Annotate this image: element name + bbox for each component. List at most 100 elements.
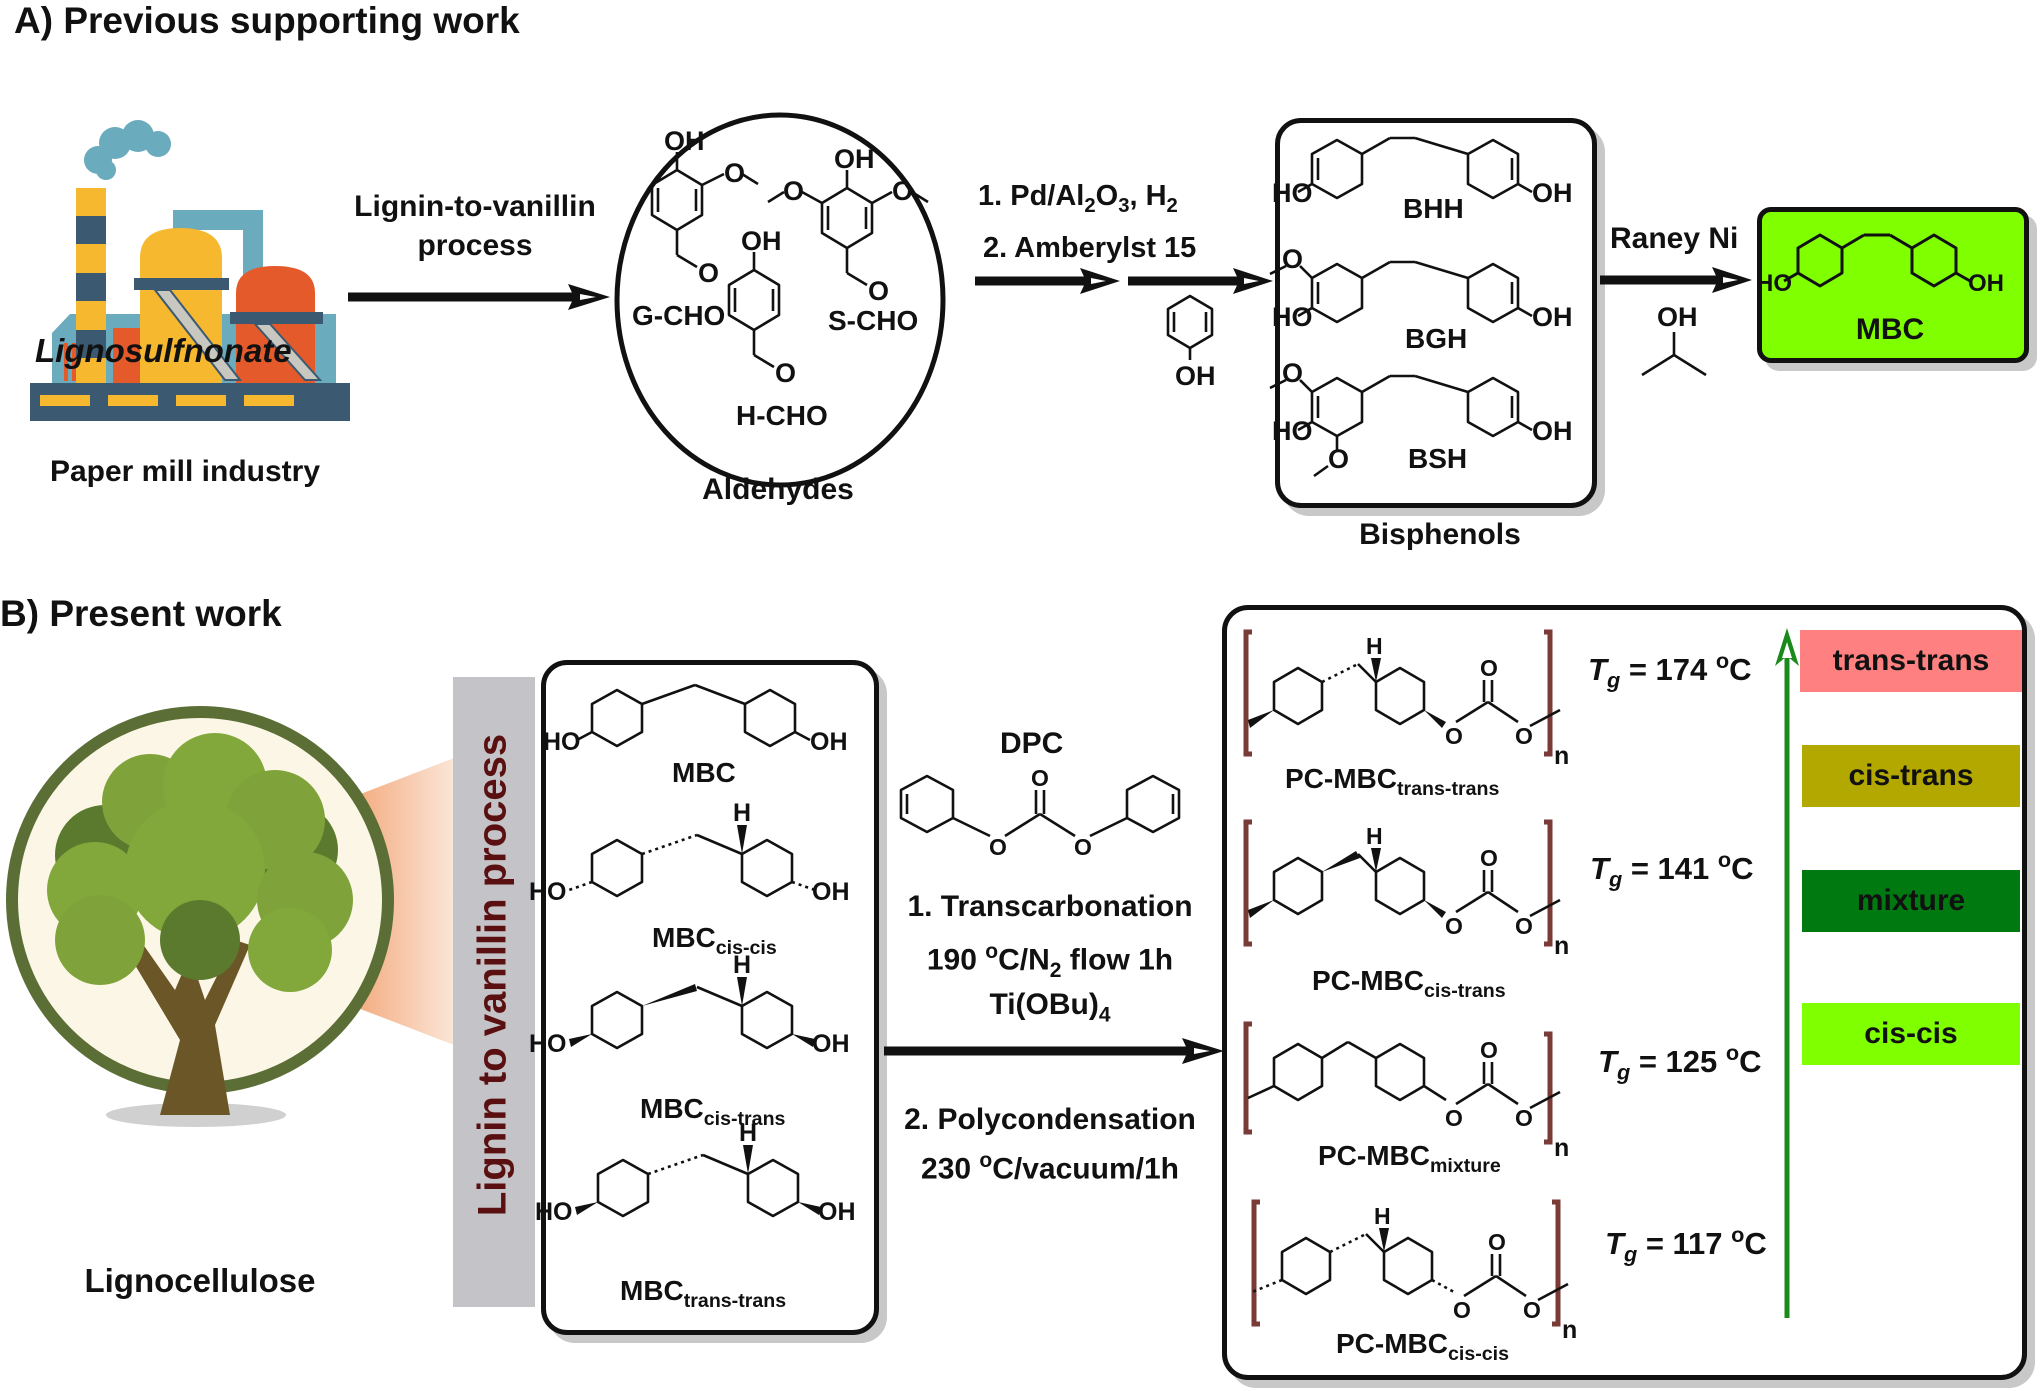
s-cho-label: S-CHO xyxy=(828,305,919,336)
svg-text:O: O xyxy=(892,176,913,206)
svg-text:HO: HO xyxy=(1272,178,1313,208)
svg-text:O: O xyxy=(1515,723,1533,749)
condition-step1-catalyst: Ti(OBu)4 xyxy=(989,988,1111,1027)
bgh-structure: O HO OH xyxy=(1269,244,1573,332)
arrow-polymerization xyxy=(884,1038,1224,1064)
svg-text:O: O xyxy=(1282,244,1303,274)
arrow-step2a xyxy=(975,268,1120,294)
process-band xyxy=(453,677,535,1307)
polymer-cis-cis: H O O O n xyxy=(1251,1199,1577,1344)
svg-text:O: O xyxy=(1453,1297,1471,1323)
step1-label-line2: process xyxy=(417,229,533,262)
svg-text:O: O xyxy=(1328,444,1349,474)
svg-text:O: O xyxy=(1523,1297,1541,1323)
phenol-reagent: OH xyxy=(1166,294,1216,391)
svg-text:H: H xyxy=(739,1119,757,1147)
bgh-label: BGH xyxy=(1405,323,1468,354)
factory-icon xyxy=(30,120,350,421)
svg-text:OH: OH xyxy=(1175,361,1216,391)
polymer-mixture: O O O n xyxy=(1243,1021,1569,1162)
bhh-label: BHH xyxy=(1403,193,1464,224)
svg-text:HO: HO xyxy=(529,878,567,906)
svg-text:H: H xyxy=(733,799,751,827)
svg-text:O: O xyxy=(1074,834,1092,860)
condition-step1-title: 1. Transcarbonation xyxy=(907,890,1193,923)
svg-text:H: H xyxy=(1366,823,1383,849)
dpc-structure: O O O xyxy=(899,765,1181,860)
mbc-product-label: MBC xyxy=(1855,313,1925,346)
svg-text:O: O xyxy=(989,834,1007,860)
dpc-label: DPC xyxy=(1000,727,1064,760)
tg-cis-cis: Tg = 117 oC xyxy=(1605,1222,1767,1267)
g-cho-label: G-CHO xyxy=(632,300,726,331)
svg-text:O: O xyxy=(1445,913,1463,939)
bsh-label: BSH xyxy=(1408,443,1468,474)
svg-text:OH: OH xyxy=(1657,302,1698,332)
mbc-cis-trans-label: MBCcis-trans xyxy=(640,1093,786,1130)
svg-text:O: O xyxy=(1480,655,1498,681)
polymer-cis-trans: H O O O n xyxy=(1243,819,1569,960)
step1-label-line1: Lignin-to-vanillin xyxy=(354,190,596,223)
h-cho-label: H-CHO xyxy=(736,400,828,431)
factory-overlay-label: Lignosulfnonate xyxy=(35,332,292,369)
monomer-structures: HO OH H HO OH H HO OH H HO OH xyxy=(529,683,856,1226)
mbc-product-structure: HO OH xyxy=(1756,233,2004,297)
svg-text:O: O xyxy=(775,358,796,388)
svg-text:HO: HO xyxy=(529,1030,567,1058)
s-cho-structure: OH O O O xyxy=(767,144,929,306)
svg-text:O: O xyxy=(1515,1105,1533,1131)
arrow-step2b xyxy=(1128,268,1273,294)
svg-text:O: O xyxy=(724,158,745,188)
svg-text:O: O xyxy=(783,176,804,206)
smoke-cloud xyxy=(84,120,171,180)
svg-text:OH: OH xyxy=(1532,178,1573,208)
tg-trans-trans: Tg = 174 oC xyxy=(1588,648,1752,693)
svg-text:OH: OH xyxy=(1968,270,2004,297)
pc-mbc-trans-trans-label: PC-MBCtrans-trans xyxy=(1285,763,1500,800)
pc-mbc-mixture-label: PC-MBCmixture xyxy=(1318,1140,1501,1177)
condition-step2-title: 2. Polycondensation xyxy=(904,1103,1196,1136)
g-cho-structure: OH O O xyxy=(650,126,759,288)
aldehydes-circle: OH O O OH O O O OH O xyxy=(614,112,946,488)
svg-text:O: O xyxy=(1480,1037,1498,1063)
aldehydes-caption: Aldehydes xyxy=(702,473,854,506)
svg-text:O: O xyxy=(868,276,889,306)
svg-text:O: O xyxy=(1515,913,1533,939)
polymer-trans-trans: H O O O n xyxy=(1243,629,1569,770)
svg-text:O: O xyxy=(1480,845,1498,871)
condition-step2-temp: 230 oC/vacuum/1h xyxy=(921,1149,1179,1186)
svg-text:OH: OH xyxy=(812,878,850,906)
polymer-structures: H O O O n H O O O n O O O n xyxy=(1243,629,1577,1344)
tree-illustration xyxy=(6,706,454,1127)
isomer-chip-trans-trans: trans-trans xyxy=(1800,630,2022,692)
svg-text:n: n xyxy=(1554,932,1569,960)
svg-text:n: n xyxy=(1554,742,1569,770)
tg-cis-trans: Tg = 141 oC xyxy=(1590,847,1754,892)
mbc-cis-trans-structure: H HO OH xyxy=(529,951,850,1058)
mbc-product-box xyxy=(1757,207,2029,363)
svg-text:O: O xyxy=(1445,1105,1463,1131)
condition-step1-temp: 190 oC/N2 flow 1h xyxy=(926,940,1174,982)
h-cho-structure: OH O xyxy=(727,226,796,388)
panel-b-title: B) Present work xyxy=(0,593,282,634)
svg-text:OH: OH xyxy=(810,728,848,756)
svg-text:HO: HO xyxy=(1756,270,1792,297)
tg-trend-arrow-icon xyxy=(1775,628,1799,1318)
g-cho-oh: OH xyxy=(664,126,705,156)
isomer-chip-mixture: mixture xyxy=(1802,870,2020,932)
bsh-structure: O O HO OH xyxy=(1269,358,1573,478)
svg-text:O: O xyxy=(1488,1229,1506,1255)
svg-text:OH: OH xyxy=(834,144,875,174)
bisphenols-structures: HO OH O HO OH O O HO OH xyxy=(1269,136,1573,478)
mbc-structure: HO OH xyxy=(543,683,848,756)
pc-mbc-cis-cis-label: PC-MBCcis-cis xyxy=(1336,1328,1510,1365)
factory-caption: Paper mill industry xyxy=(49,455,321,488)
mbc-cis-cis-label: MBCcis-cis xyxy=(652,922,777,959)
svg-text:OH: OH xyxy=(1532,302,1573,332)
bisphenols-caption: Bisphenols xyxy=(1359,518,1521,551)
tg-mixture: Tg = 125 oC xyxy=(1598,1040,1762,1085)
isopropanol-reagent: OH xyxy=(1641,302,1707,377)
monomers-box xyxy=(541,660,879,1335)
isomer-chip-cis-cis: cis-cis xyxy=(1802,1003,2020,1065)
tree-canopy xyxy=(47,733,353,992)
